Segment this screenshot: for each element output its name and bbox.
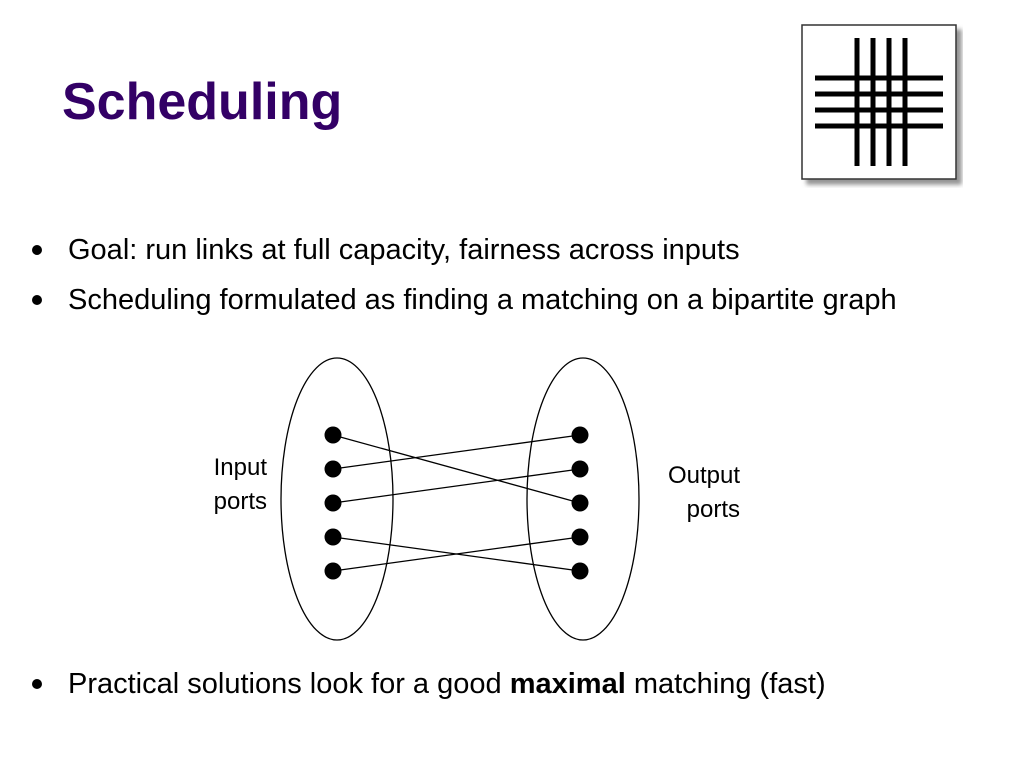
bullet-item-matching: Scheduling formulated as finding a match…: [32, 280, 972, 320]
bullet-text: Practical solutions look for a good maxi…: [68, 664, 958, 704]
bullet-list-bottom: Practical solutions look for a good maxi…: [32, 664, 972, 714]
output-port-node: [571, 426, 589, 444]
text-segment: matching (fast): [625, 668, 826, 700]
bullet-dot: [32, 679, 42, 689]
crossbar-switch-icon: [801, 24, 957, 180]
output-label-line: ports: [686, 496, 740, 523]
page-title: Scheduling: [62, 73, 343, 131]
matching-edge: [332, 536, 581, 572]
output-port-node: [571, 494, 589, 512]
matching-edge: [332, 434, 581, 470]
input-port-node: [324, 494, 342, 512]
input-port-node: [324, 426, 342, 444]
output-ports-ellipse: [526, 357, 640, 641]
bullet-list-top: Goal: run links at full capacity, fairne…: [32, 230, 972, 330]
bullet-item-practical: Practical solutions look for a good maxi…: [32, 664, 972, 704]
matching-edge: [332, 468, 581, 504]
output-port-node: [571, 562, 589, 580]
input-port-node: [324, 528, 342, 546]
input-label-line: ports: [213, 488, 267, 515]
input-ports-ellipse: [280, 357, 394, 641]
input-ports-label: Input ports: [214, 451, 267, 519]
output-ports-label: Output ports: [668, 459, 740, 527]
bullet-text: Goal: run links at full capacity, fairne…: [68, 234, 740, 266]
input-port-node: [324, 460, 342, 478]
emphasis-maximal: maximal: [509, 668, 626, 700]
matching-edge: [332, 434, 581, 504]
bullet-dot: [32, 245, 42, 255]
bullet-item-goal: Goal: run links at full capacity, fairne…: [32, 230, 972, 270]
bullet-text: Scheduling formulated as finding a match…: [68, 284, 897, 316]
output-port-node: [571, 528, 589, 546]
input-port-node: [324, 562, 342, 580]
bullet-dot: [32, 295, 42, 305]
input-label-line: Input: [213, 454, 267, 481]
output-port-node: [571, 460, 589, 478]
text-segment: Practical solutions look for a good: [68, 668, 510, 700]
output-label-line: Output: [667, 462, 740, 489]
logo-frame: [801, 24, 957, 180]
